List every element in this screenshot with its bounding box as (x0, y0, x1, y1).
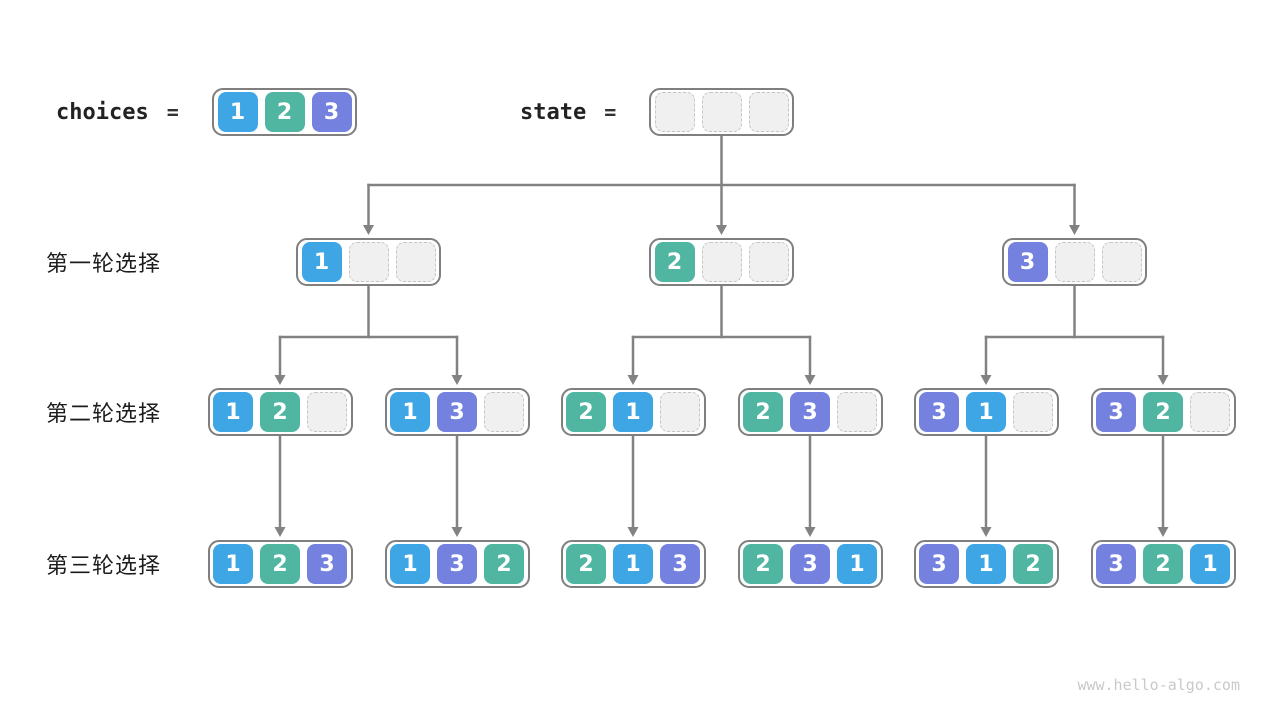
array-cell-value: 3 (790, 544, 830, 584)
array-cell-value: 1 (613, 544, 653, 584)
array-cell-empty (1101, 242, 1142, 282)
array-cell-value: 3 (1007, 242, 1048, 282)
state-box-round1: 3 (1002, 238, 1147, 286)
array-cell-value: 2 (260, 544, 300, 584)
array-cell-value: 1 (217, 92, 258, 132)
state-box-round1: 2 (649, 238, 794, 286)
state-array-box (649, 88, 794, 136)
choices-label: choices = (56, 88, 179, 136)
array-cell-value: 2 (260, 392, 300, 432)
array-cell-empty (748, 242, 789, 282)
array-cell-empty (837, 392, 877, 432)
array-cell-value: 3 (1096, 392, 1136, 432)
array-cell-value: 2 (743, 392, 783, 432)
array-cell-value: 2 (1143, 392, 1183, 432)
round-3-label: 第三轮选择 (46, 554, 162, 579)
array-cell-value: 1 (390, 392, 430, 432)
array-cell-value: 2 (1013, 544, 1053, 584)
equals-sign: = (604, 100, 617, 124)
array-cell-value: 2 (566, 392, 606, 432)
array-cell-value: 3 (437, 392, 477, 432)
array-cell-value: 3 (790, 392, 830, 432)
array-cell-value: 1 (301, 242, 342, 282)
array-cell-value: 1 (837, 544, 877, 584)
array-cell-value: 2 (654, 242, 695, 282)
array-cell-value: 3 (660, 544, 700, 584)
array-cell-value: 1 (966, 544, 1006, 584)
array-cell-value: 3 (437, 544, 477, 584)
array-cell-value: 2 (743, 544, 783, 584)
array-cell-value: 3 (919, 544, 959, 584)
array-cell-empty (307, 392, 347, 432)
watermark: www.hello-algo.com (1077, 676, 1240, 694)
array-cell-value: 2 (264, 92, 305, 132)
equals-sign: = (166, 100, 179, 124)
array-cell-empty (701, 242, 742, 282)
round-1-label: 第一轮选择 (46, 252, 162, 277)
array-cell-empty (654, 92, 695, 132)
state-label: state = (520, 88, 616, 136)
array-cell-empty (701, 92, 742, 132)
array-cell-value: 2 (566, 544, 606, 584)
array-cell-value: 1 (1190, 544, 1230, 584)
state-box-round1: 1 (296, 238, 441, 286)
array-cell-empty (395, 242, 436, 282)
array-cell-value: 3 (1096, 544, 1136, 584)
array-cell-value: 3 (919, 392, 959, 432)
array-cell-value: 2 (1143, 544, 1183, 584)
array-cell-value: 3 (307, 544, 347, 584)
array-cell-value: 1 (613, 392, 653, 432)
round-2-label: 第二轮选择 (46, 402, 162, 427)
array-cell-empty (1054, 242, 1095, 282)
array-cell-empty (748, 92, 789, 132)
array-cell-value: 1 (213, 544, 253, 584)
state-keyword: state (520, 99, 587, 125)
array-cell-value: 1 (390, 544, 430, 584)
array-cell-value: 1 (966, 392, 1006, 432)
choices-keyword: choices (56, 99, 149, 125)
array-cell-empty (484, 392, 524, 432)
array-cell-value: 3 (311, 92, 352, 132)
array-cell-value: 2 (484, 544, 524, 584)
array-cell-empty (660, 392, 700, 432)
array-cell-empty (1190, 392, 1230, 432)
array-cell-value: 1 (213, 392, 253, 432)
array-cell-empty (348, 242, 389, 282)
array-cell-empty (1013, 392, 1053, 432)
